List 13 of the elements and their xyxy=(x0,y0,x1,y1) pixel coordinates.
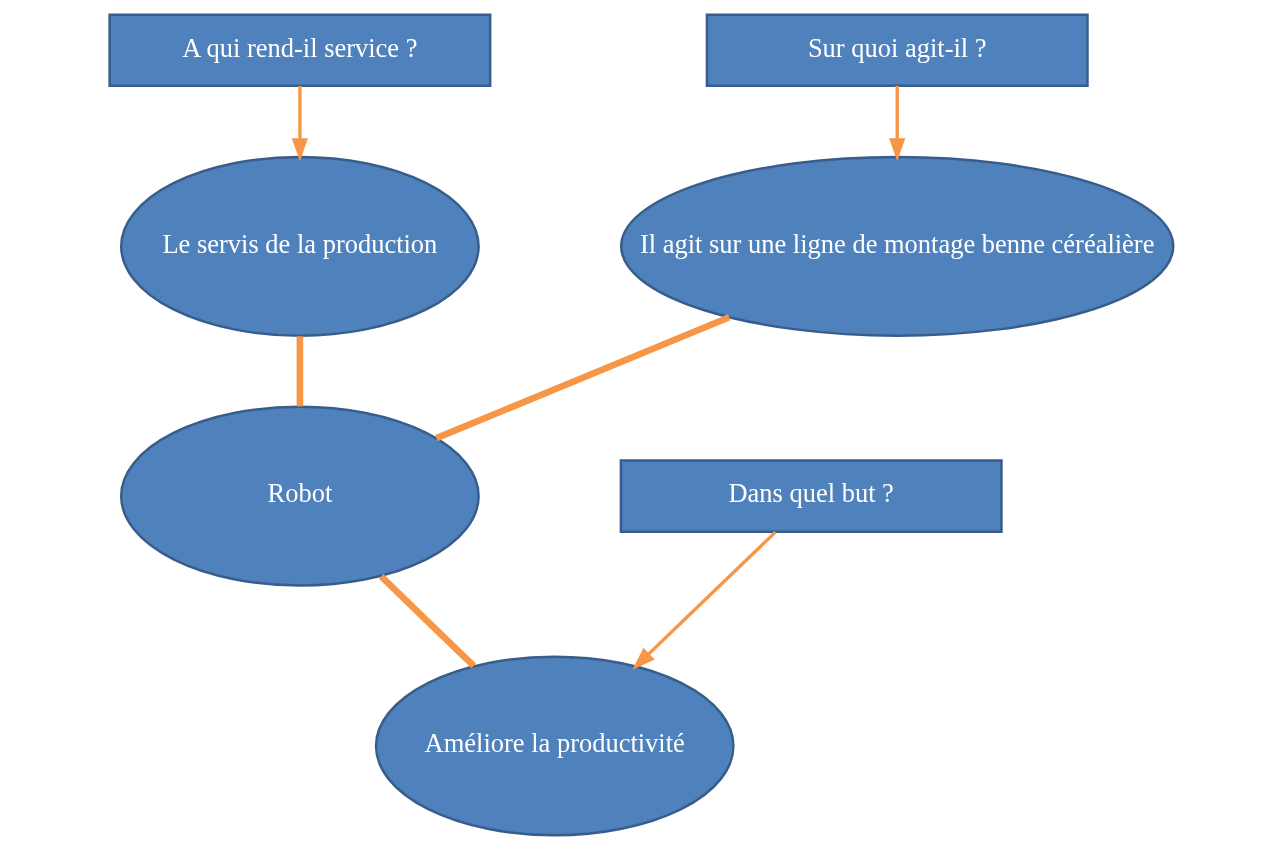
connector xyxy=(378,574,476,669)
node-ellipse: Le servis de la production xyxy=(119,155,480,337)
arrow xyxy=(291,85,308,162)
arrow xyxy=(631,530,777,670)
node-ellipse: Robot xyxy=(119,405,480,587)
node-ellipse: Il agit sur une ligne de montage benne céréalière xyxy=(619,155,1174,337)
node-box: Dans quel but ? xyxy=(619,459,1003,533)
connector xyxy=(434,314,730,442)
node-box: A qui rend-il service ? xyxy=(107,13,491,88)
arrow xyxy=(888,85,905,162)
node-box: Sur quoi agit-il ? xyxy=(705,13,1089,88)
node-ellipse: Améliore la productivité xyxy=(374,655,735,837)
connector xyxy=(296,336,303,407)
